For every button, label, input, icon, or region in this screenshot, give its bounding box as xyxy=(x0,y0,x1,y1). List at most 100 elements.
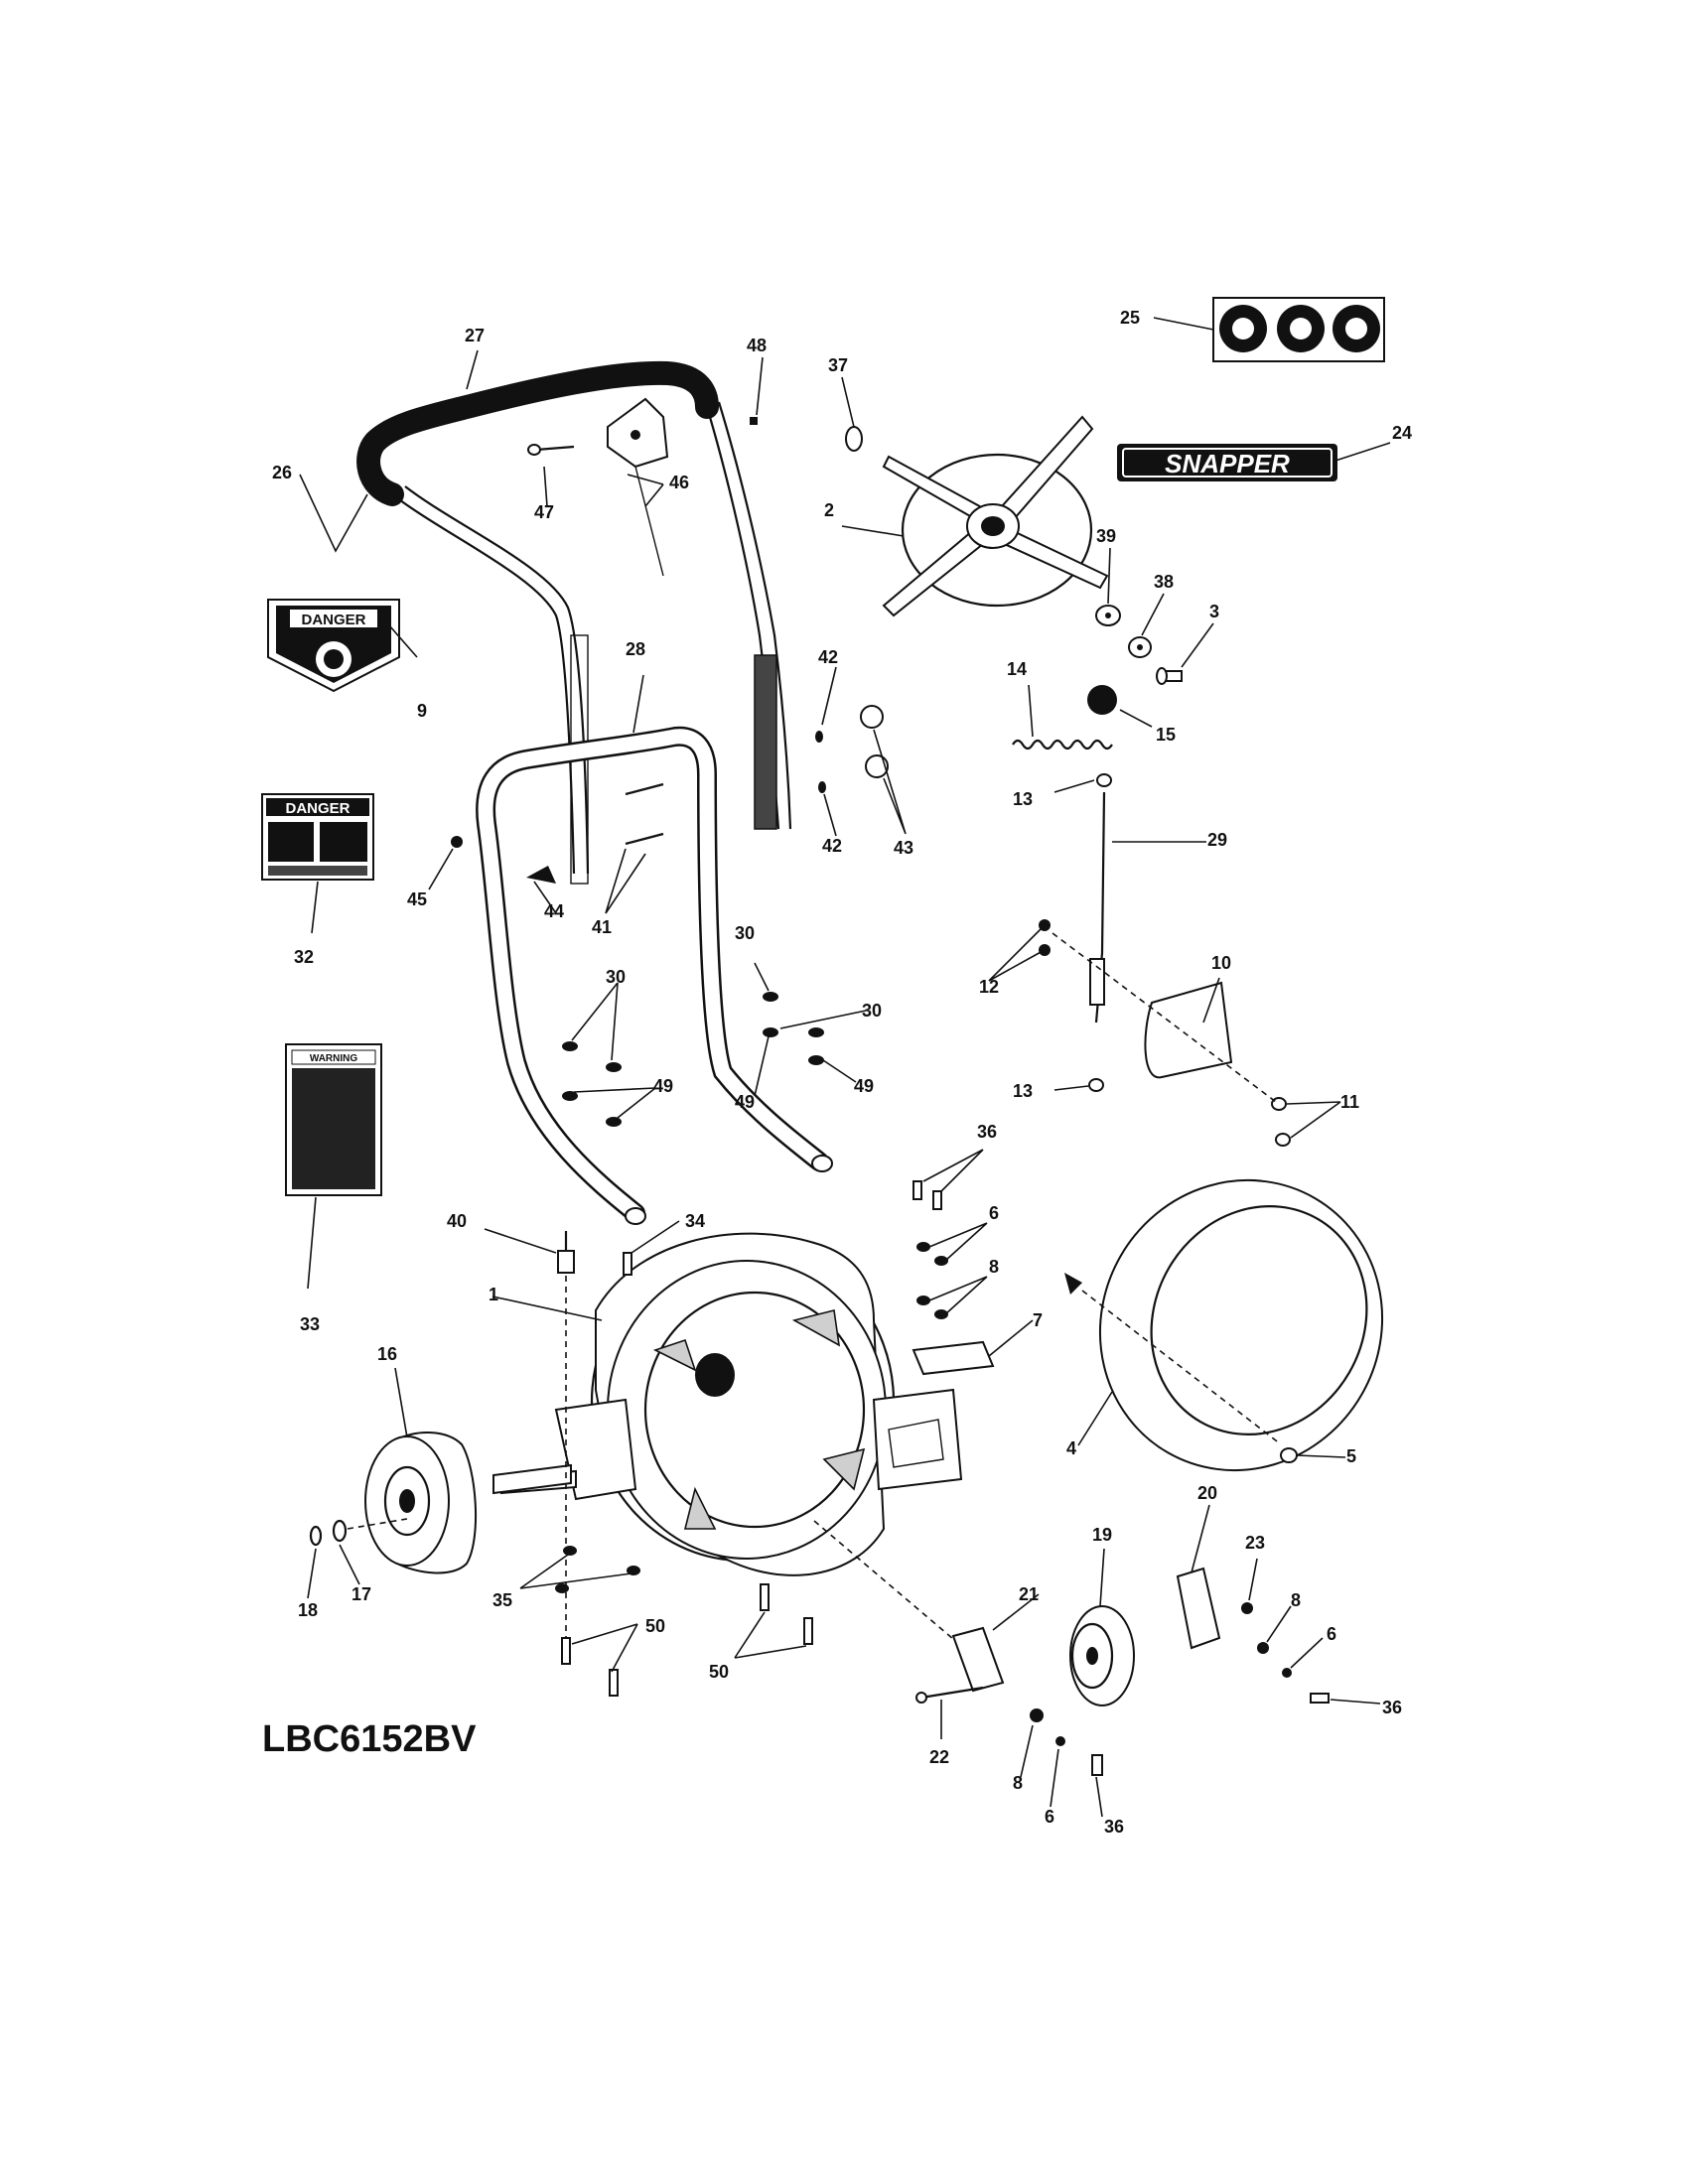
callout-17: 17 xyxy=(351,1584,371,1604)
decal-9-danger: DANGER xyxy=(267,599,400,693)
callout-22: 22 xyxy=(929,1747,949,1767)
arrow-indicator xyxy=(1064,1273,1082,1295)
rod-29 xyxy=(1089,791,1106,1024)
callout-1: 1 xyxy=(489,1285,498,1304)
callout-49-b: 49 xyxy=(735,1092,755,1112)
spring-14 xyxy=(1012,739,1113,751)
brand-logo-text: SNAPPER xyxy=(1165,449,1290,478)
callout-36-c: 36 xyxy=(1104,1817,1124,1837)
lower-handle-frame xyxy=(476,726,833,1225)
hardware-12 xyxy=(1039,919,1051,956)
hardware-47 xyxy=(527,444,575,456)
hardware-3 xyxy=(1156,667,1183,685)
callout-15: 15 xyxy=(1156,725,1176,745)
callout-7: 7 xyxy=(1033,1310,1043,1330)
hardware-38 xyxy=(1128,636,1152,658)
callout-46: 46 xyxy=(669,473,689,492)
callout-27: 27 xyxy=(465,326,485,345)
callout-48: 48 xyxy=(747,336,767,355)
knob-15 xyxy=(1087,685,1117,715)
callout-6-b: 6 xyxy=(1327,1624,1336,1644)
decal-33-warning: WARNING xyxy=(285,1043,382,1196)
pin-22 xyxy=(915,1686,984,1704)
caster-wheel-19 xyxy=(1069,1605,1135,1706)
hardware-5 xyxy=(1280,1447,1298,1463)
callout-6-c: 6 xyxy=(1045,1807,1054,1827)
callout-10: 10 xyxy=(1211,953,1231,973)
callout-12: 12 xyxy=(979,977,999,997)
hardware-42 xyxy=(815,731,826,793)
callout-8-b: 8 xyxy=(1291,1590,1301,1610)
callout-21: 21 xyxy=(1019,1584,1039,1604)
hardware-48 xyxy=(750,417,758,425)
callout-36-b: 36 xyxy=(1382,1698,1402,1717)
callout-35: 35 xyxy=(492,1590,512,1610)
axle xyxy=(492,1463,572,1495)
danger-decal-32-title: DANGER xyxy=(285,800,350,817)
stud-40 xyxy=(557,1231,575,1274)
bolt-34 xyxy=(623,1252,632,1276)
hardware-11 xyxy=(1271,1097,1291,1147)
callout-14: 14 xyxy=(1007,659,1027,679)
decal-32-danger: DANGER xyxy=(261,793,374,881)
impeller xyxy=(882,415,1109,617)
housing-cover xyxy=(1098,1178,1384,1472)
callout-43: 43 xyxy=(894,838,913,858)
callout-47: 47 xyxy=(534,502,554,522)
callout-13-a: 13 xyxy=(1013,789,1033,809)
callout-6-a: 6 xyxy=(989,1203,999,1223)
callout-5: 5 xyxy=(1346,1446,1356,1466)
callout-50-a: 50 xyxy=(645,1616,665,1636)
callout-24: 24 xyxy=(1392,423,1412,443)
decal-24-snapper-logo: SNAPPER xyxy=(1117,444,1337,481)
hardware-39 xyxy=(1095,605,1121,626)
callout-44: 44 xyxy=(544,901,564,921)
leader-lines xyxy=(299,317,1391,1818)
callout-13-b: 13 xyxy=(1013,1081,1033,1101)
callout-9: 9 xyxy=(417,701,427,721)
callout-20: 20 xyxy=(1197,1483,1217,1503)
callout-45: 45 xyxy=(407,889,427,909)
callout-49-c: 49 xyxy=(854,1076,874,1096)
callout-42-a: 42 xyxy=(818,647,838,667)
upper-handle xyxy=(356,360,792,885)
callout-34: 34 xyxy=(685,1211,705,1231)
callout-26: 26 xyxy=(272,463,292,482)
callout-2: 2 xyxy=(824,500,834,520)
callout-33: 33 xyxy=(300,1314,320,1334)
hardware-45 xyxy=(451,836,463,848)
callout-50-b: 50 xyxy=(709,1662,729,1682)
callout-25: 25 xyxy=(1120,308,1140,328)
callout-8-c: 8 xyxy=(1013,1773,1023,1793)
callout-4: 4 xyxy=(1066,1438,1076,1458)
callout-42-b: 42 xyxy=(822,836,842,856)
hardware-30-49 xyxy=(562,992,824,1127)
callout-19: 19 xyxy=(1092,1525,1112,1545)
bolts-50 xyxy=(561,1583,813,1697)
hardware-35 xyxy=(555,1546,640,1593)
callout-3: 3 xyxy=(1209,602,1219,621)
nut-13-lower xyxy=(1088,1078,1104,1092)
plate-7 xyxy=(912,1340,995,1376)
danger-decal-9-title: DANGER xyxy=(301,612,365,628)
callout-39: 39 xyxy=(1096,526,1116,546)
hardware-36-6-8-housing xyxy=(912,1180,948,1319)
decal-25-safety-icons xyxy=(1212,297,1385,362)
callout-18: 18 xyxy=(298,1600,318,1620)
hardware-41 xyxy=(625,782,664,846)
callout-49-a: 49 xyxy=(653,1076,673,1096)
dashed-guide-deflector xyxy=(1052,932,1277,1103)
callout-37: 37 xyxy=(828,355,848,375)
hardware-43 xyxy=(860,705,889,778)
callout-11: 11 xyxy=(1340,1092,1359,1112)
deflector-10 xyxy=(1144,981,1233,1079)
callout-32: 32 xyxy=(294,947,314,967)
hardware-44 xyxy=(526,866,556,884)
dashed-guide-cover xyxy=(1081,1290,1282,1445)
bracket-20 xyxy=(1176,1567,1221,1650)
bracket-46 xyxy=(607,397,669,577)
warning-decal-title: WARNING xyxy=(310,1053,358,1064)
callout-8-a: 8 xyxy=(989,1257,999,1277)
callout-40: 40 xyxy=(447,1211,467,1231)
